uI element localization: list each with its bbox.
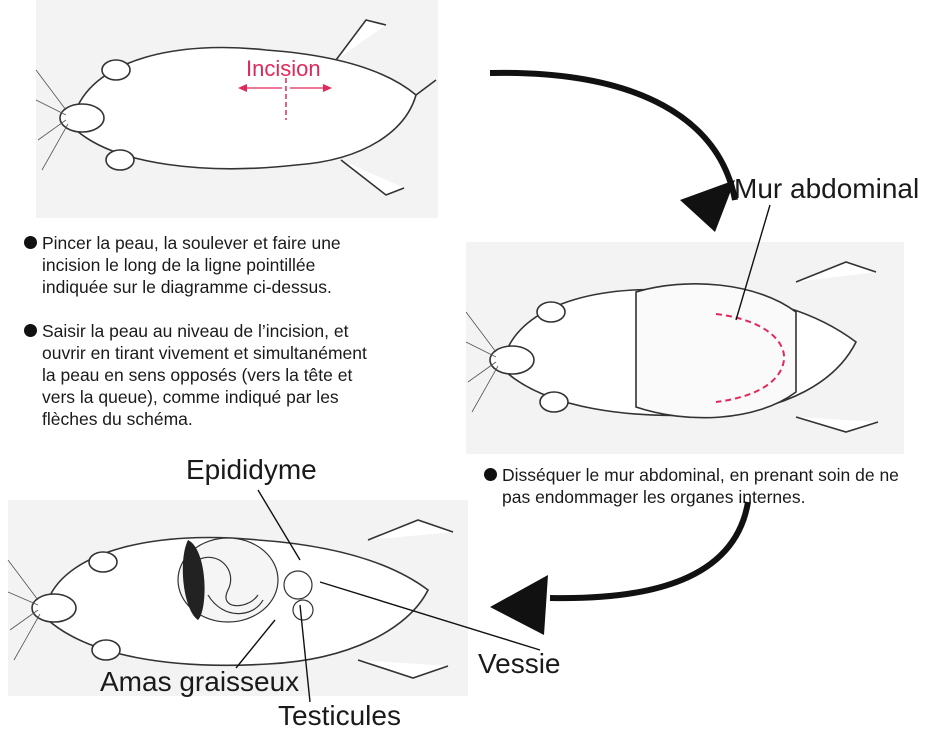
flow-arrow-2 [550, 502, 748, 598]
flow-arrowhead-2 [490, 575, 548, 635]
testicles-leader [300, 605, 310, 702]
bladder-leader [320, 582, 540, 650]
epididymis-leader [258, 490, 300, 560]
abdominal-wall-leader [736, 205, 770, 320]
fat-pad-leader [236, 620, 275, 668]
flow-arrowhead-1 [680, 180, 735, 232]
flow-arrow-1 [490, 73, 735, 200]
